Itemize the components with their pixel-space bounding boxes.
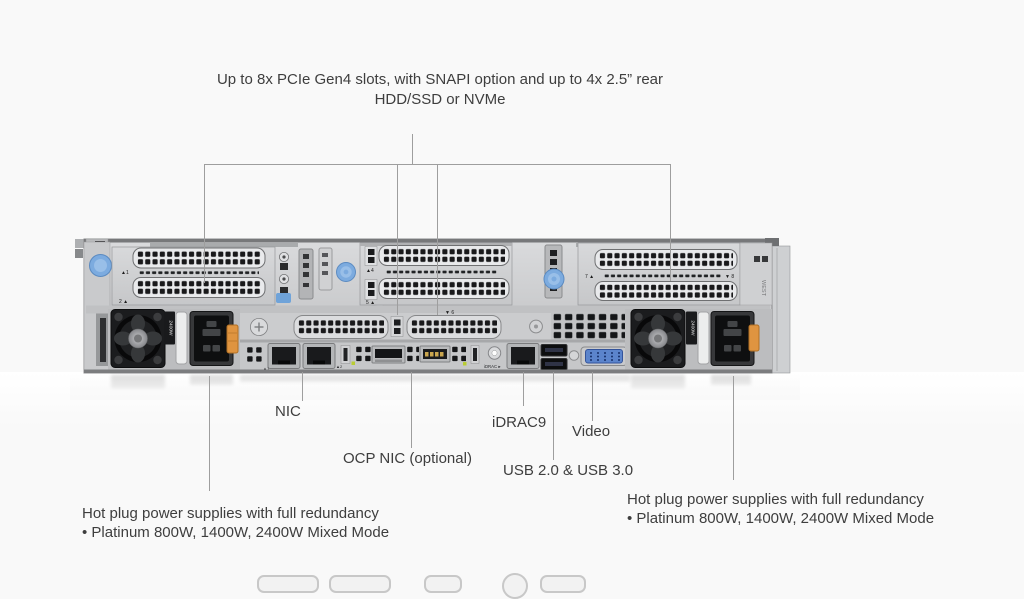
thumbscrew-blue-mid-left [336,262,356,282]
psu-left-caption-line2: • Platinum 800W, 1400W, 2400W Mixed Mode [82,524,390,541]
leader-line-video [592,372,593,421]
psu-right-module: 2400W [625,309,772,373]
right-end-panel: WEST [739,242,773,306]
slot8-label: ▼ 8 [725,274,734,280]
psu-right-caption-line1: Hot plug power supplies with full redund… [627,491,924,508]
psu-right-orange-clip [748,324,760,352]
psu-right-caption-line2: • Platinum 800W, 1400W, 2400W Mixed Mode [627,510,935,527]
idrac-identify-button [487,346,502,360]
psu-right-wattage-tag: 2400W [690,320,696,336]
nic-port-1 [267,343,301,369]
psu-right-fan [630,309,686,368]
nic-port1-label: ▲1 [263,366,270,371]
ocp-slot-connector [419,345,451,363]
psu-left-fan [110,309,166,368]
server-rear-overview-slide: { "page": {"background": "#f9f9f9"}, "to… [0,70,1024,599]
carousel-thumb-2[interactable] [329,575,391,593]
usb-label: USB 2.0 & USB 3.0 [503,462,634,479]
nic-port-2 [302,343,336,369]
blue-release-tab [276,293,291,303]
slot4-label: ▲4 [366,268,374,274]
leader-line-usb [553,372,554,460]
top-callout-line1: Up to 8x PCIe Gen4 slots, with SNAPI opt… [216,71,664,88]
leader-line-nic [302,372,303,401]
psu-left-caption: Hot plug power supplies with full redund… [82,504,389,542]
leader-line-top-stub [412,134,413,164]
vga-screw-left [568,350,580,361]
leader-line-psu-left [209,376,210,491]
leader-line-idrac [523,372,524,406]
idrac-port [506,343,540,369]
slot2-label: 2 ▲ [119,299,128,305]
leader-line-psu-right [733,376,734,480]
west-tag-label: WEST [760,280,766,297]
vga-video-port [580,346,628,366]
riser3-slots-7-8: 7 ▲ ▼ 8 [577,242,741,306]
mid-divider [86,305,770,314]
video-label: Video [572,423,611,440]
slot7-label: 7 ▲ [585,274,594,280]
psu-right-power-inlet [710,311,755,366]
thumbscrew-blue-mid-right [543,268,565,290]
psu-right-caption: Hot plug power supplies with full redund… [627,490,934,528]
half-height-slot-row: ▼ 6 [240,310,629,340]
nic-label: NIC [275,403,301,420]
psu-left-caption-line1: Hot plug power supplies with full redund… [82,505,379,522]
chassis-bottom-edge [84,369,772,373]
idrac-port-label: iDRAC ▸ [484,364,500,369]
carousel-thumb-1[interactable] [257,575,319,593]
carousel-thumb-3[interactable] [424,575,462,593]
ocp-nic-label: OCP NIC (optional) [343,450,472,467]
usb2-port [540,344,568,357]
leader-line-slot5 [397,164,398,315]
nic-port2-label: ▲2 [336,364,343,369]
leader-line-slot6 [437,164,438,315]
top-callout-caption: Up to 8x PCIe Gen4 slots, with SNAPI opt… [170,70,710,110]
riser-latch-section-right [543,244,565,299]
psu-left-module: 2400W [108,309,240,373]
leader-line-slot1 [204,164,205,283]
carousel-control-circle[interactable] [502,573,528,599]
usb3-port [540,358,568,371]
thumbscrew-blue-left-ear [89,254,112,277]
slot5-label: 5 ▲ [366,300,375,306]
leader-line-ocp [411,372,412,448]
io-port-row: ▲1 ▲2 iDRAC ▸ [240,339,639,372]
ocp-nic-connector [371,345,406,364]
carousel-thumb-4[interactable] [540,575,586,593]
psu-left-orange-clip [226,324,239,354]
server-rear-illustration: ▲1 2 ▲ ▲4 5 ▲ [70,238,800,400]
slot1-label: ▲1 [121,270,129,276]
top-callout-line2: HDD/SSD or NVMe [374,91,506,108]
slot6-label: ▼ 6 [445,310,454,316]
idrac-label: iDRAC9 [492,414,547,431]
leader-line-slot8 [670,164,671,281]
psu-left-wattage-tag: 2400W [168,320,174,336]
riser2-slots-4-5: ▲4 5 ▲ [359,242,513,306]
riser1-slots-1-2: ▲1 2 ▲ [111,246,276,306]
